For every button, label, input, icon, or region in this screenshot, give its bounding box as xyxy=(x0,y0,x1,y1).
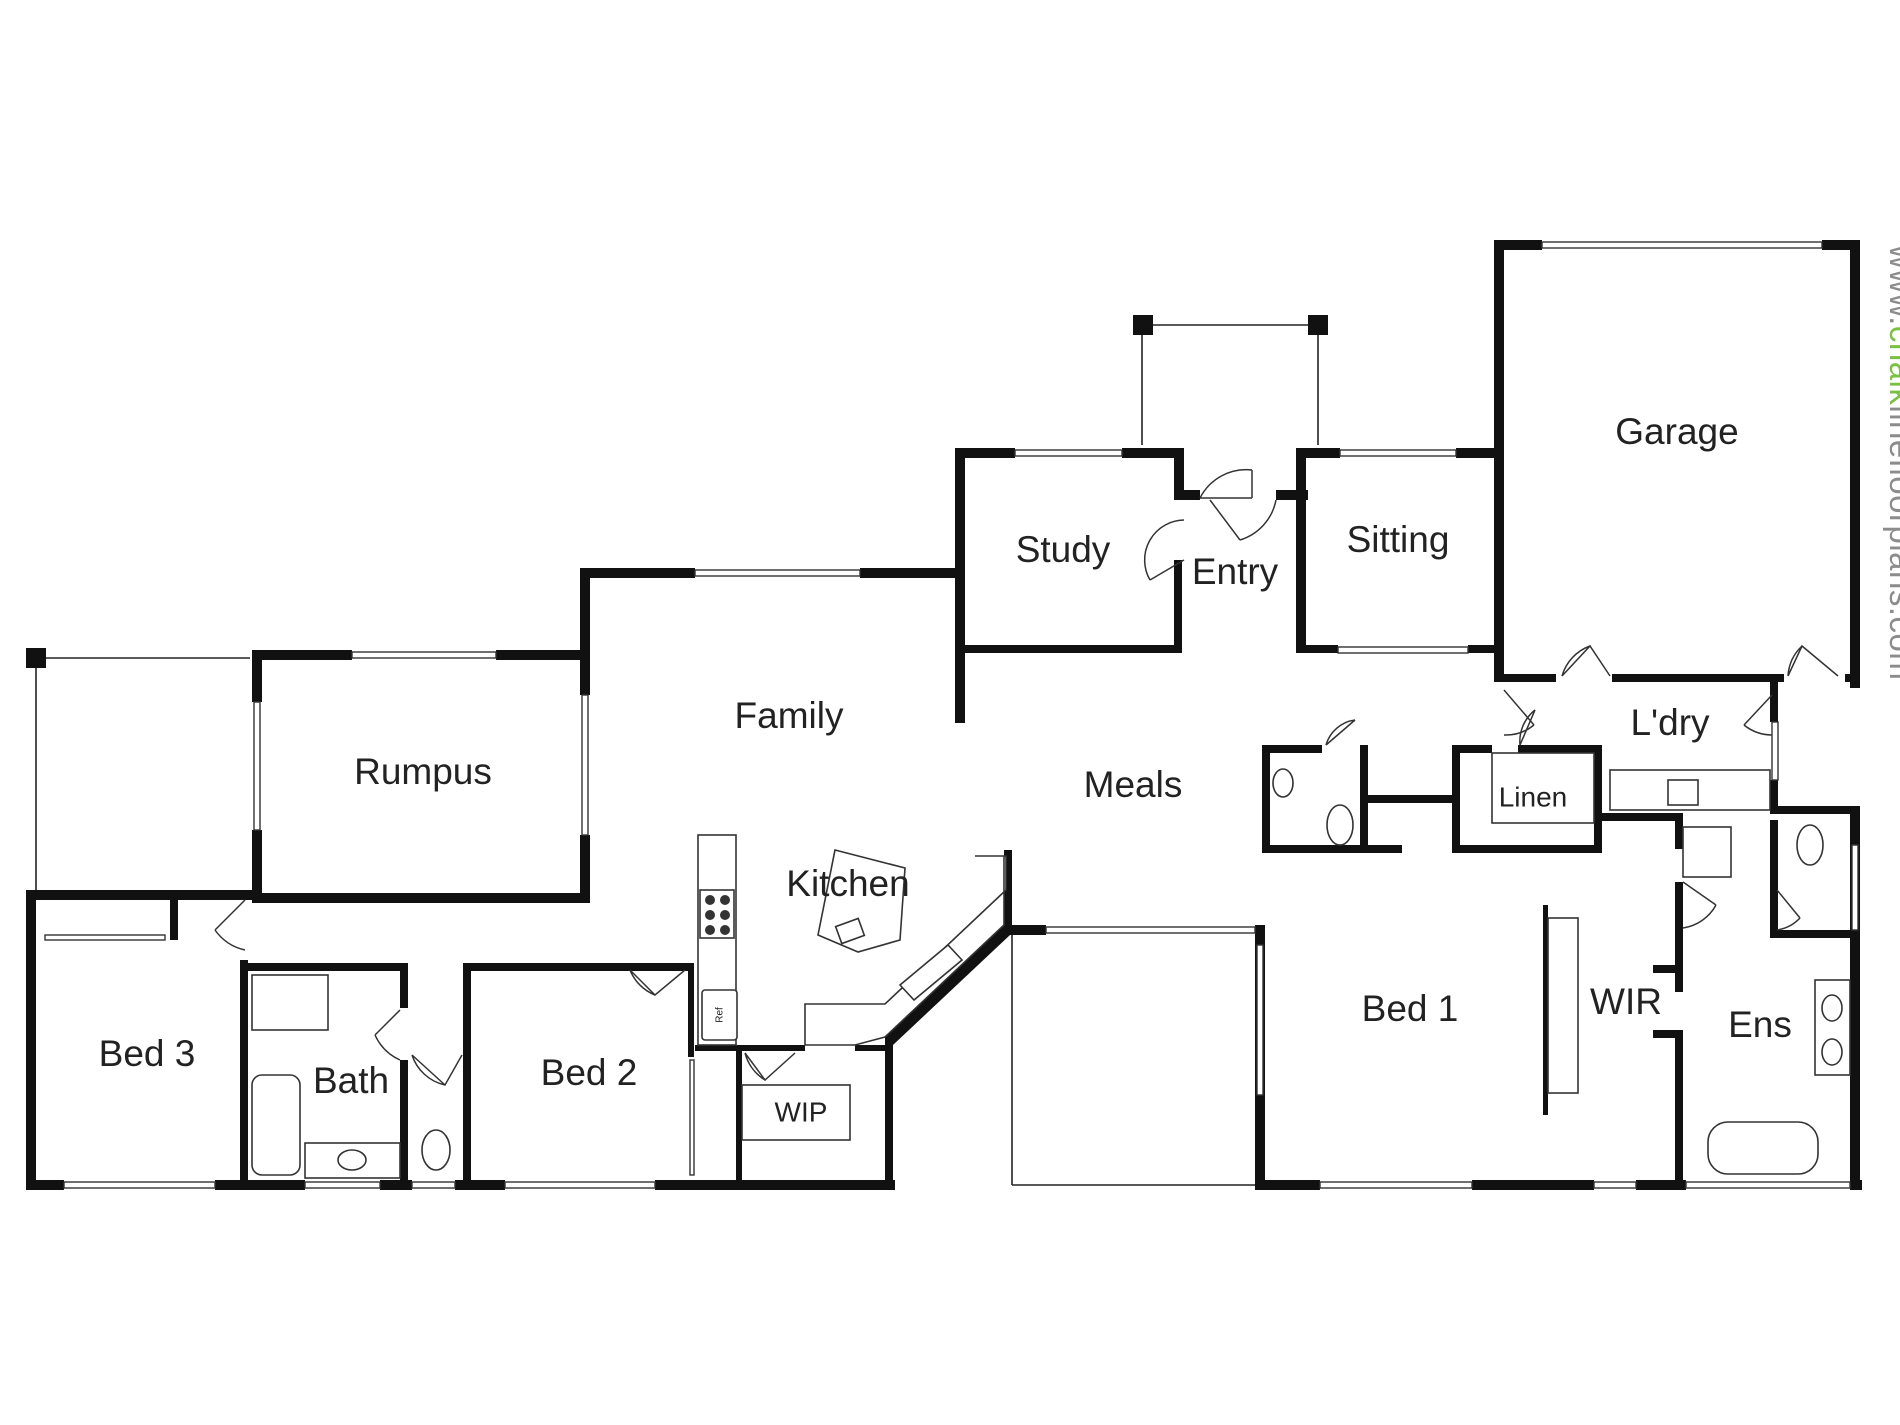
room-sitting: Sitting xyxy=(1347,519,1450,560)
room-bed1: Bed 1 xyxy=(1362,988,1459,1029)
basin-icon xyxy=(337,1149,367,1171)
room-wip: WIP xyxy=(775,1096,828,1127)
room-family: Family xyxy=(735,695,844,736)
room-bath: Bath xyxy=(313,1060,389,1101)
porch-post-left xyxy=(1133,315,1153,335)
toilet-icon xyxy=(421,1129,451,1171)
wir-shelf xyxy=(1547,917,1579,1094)
outdoor-outlines xyxy=(26,315,1328,1186)
wip-shelf xyxy=(741,1084,851,1141)
room-linen: Linen xyxy=(1499,781,1568,812)
bathtub-icon xyxy=(251,1074,301,1176)
porch-post-right xyxy=(1308,315,1328,335)
windows xyxy=(44,241,1859,1189)
laundry-tub-icon xyxy=(1667,779,1699,806)
powder-basin-icon xyxy=(1272,768,1294,798)
ens-bathtub-icon xyxy=(1707,1121,1819,1175)
room-laundry: L'dry xyxy=(1630,702,1710,743)
room-bed3: Bed 3 xyxy=(99,1033,196,1074)
room-labels: Garage Study Entry Sitting Family Rumpus… xyxy=(99,411,1792,1128)
kitchen-sink-icon xyxy=(898,943,964,1002)
watermark-brand: chalk xyxy=(1883,326,1900,406)
room-rumpus: Rumpus xyxy=(354,751,492,792)
ens-shower xyxy=(1682,826,1732,878)
watermark-prefix: www. xyxy=(1883,244,1900,326)
fixtures: Ref xyxy=(251,752,1851,1179)
cooktop-burners-icon xyxy=(705,895,730,935)
fridge xyxy=(701,989,738,1041)
ens-basin-icon-2 xyxy=(1821,1038,1843,1066)
room-kitchen: Kitchen xyxy=(786,863,909,904)
shower xyxy=(251,974,329,1031)
island-sink-icon xyxy=(834,917,866,945)
kitchen-bench-angled xyxy=(804,855,1007,1046)
powder-toilet-icon xyxy=(1326,804,1354,846)
room-bed2: Bed 2 xyxy=(541,1052,638,1093)
room-wir: WIR xyxy=(1590,981,1662,1022)
linen-shelf xyxy=(1491,752,1595,824)
room-study: Study xyxy=(1016,529,1111,570)
verandah-post xyxy=(26,648,46,668)
walls xyxy=(26,240,1862,1190)
fridge-label: Ref xyxy=(715,1007,726,1023)
watermark: www.chalklinefloorplans.com xyxy=(1883,244,1900,680)
room-ens: Ens xyxy=(1728,1004,1792,1045)
ens-toilet-icon xyxy=(1796,824,1824,866)
room-entry: Entry xyxy=(1192,551,1279,592)
room-meals: Meals xyxy=(1084,764,1183,805)
watermark-suffix: linefloorplans.com xyxy=(1883,405,1900,680)
room-garage: Garage xyxy=(1615,411,1738,452)
doors xyxy=(214,468,1839,1087)
ens-basin-icon-1 xyxy=(1821,994,1843,1022)
